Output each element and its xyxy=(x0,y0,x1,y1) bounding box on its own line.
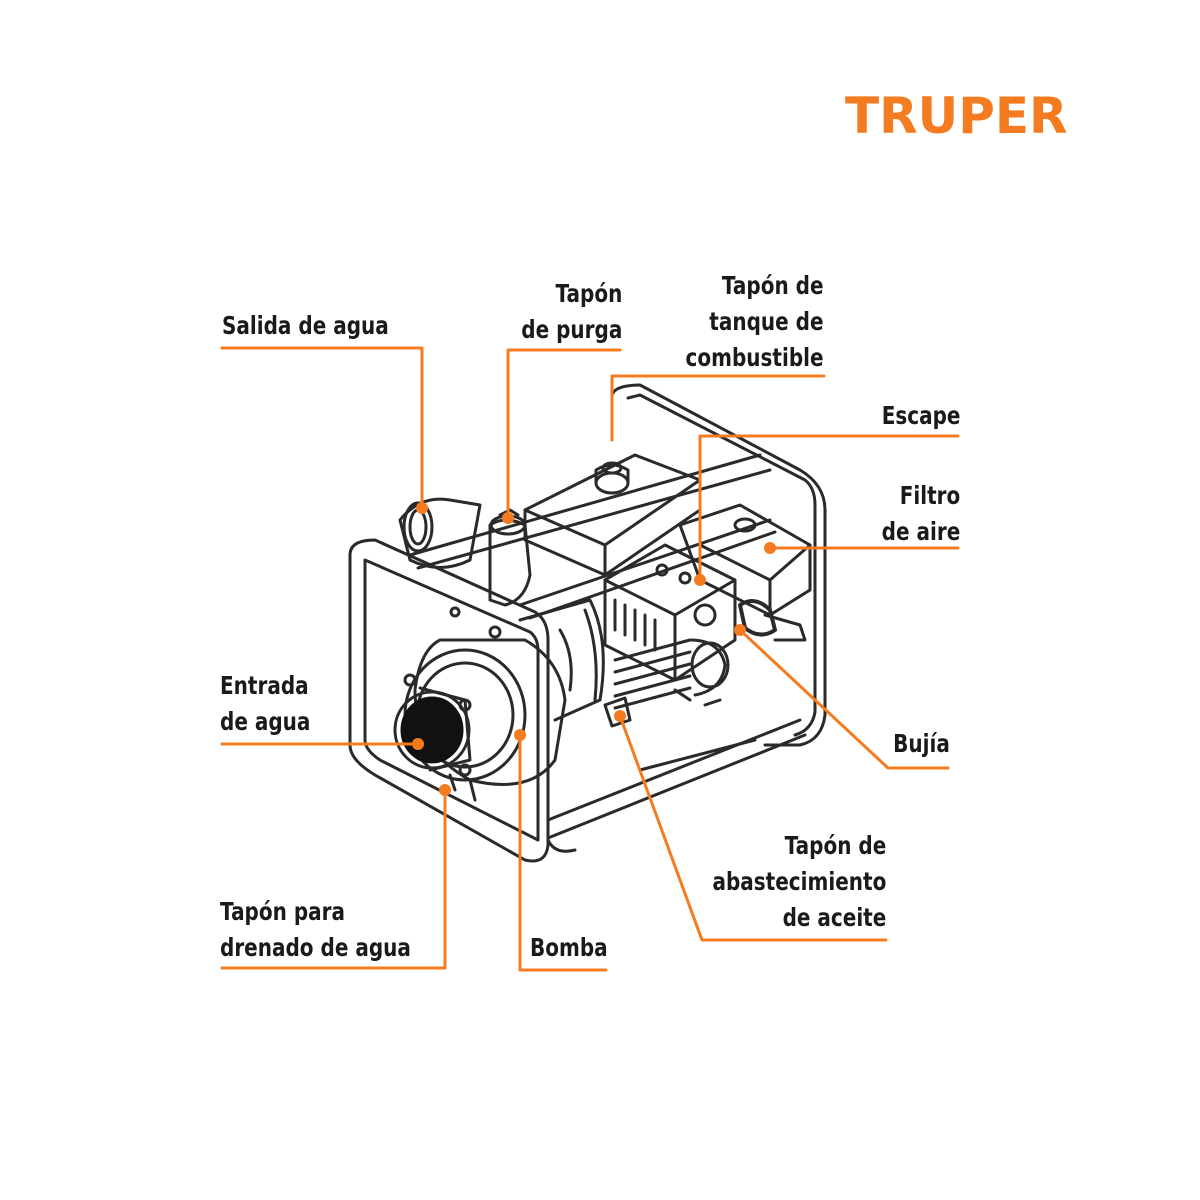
label-salida-de-agua: Salida de agua xyxy=(222,311,389,340)
fuel-cap xyxy=(594,471,630,495)
leader-bomba-dot xyxy=(514,729,526,741)
label-entrada-de-agua: Entrada de agua xyxy=(220,671,311,736)
leader-escape xyxy=(698,434,960,582)
frame-front xyxy=(348,538,550,863)
cylinder-fins xyxy=(613,638,692,710)
leader-bujia-dot xyxy=(734,624,746,636)
leader-tapon-aceite-dot xyxy=(614,710,626,722)
leader-tapon-aceite xyxy=(618,714,888,942)
label-bomba: Bomba xyxy=(530,933,608,962)
leader-escape-dot xyxy=(694,574,706,586)
label-bujia: Bujía xyxy=(893,729,950,758)
label-tapon-abastecimiento-aceite: Tapón de abastecimiento de aceite xyxy=(712,831,886,932)
label-escape: Escape xyxy=(881,401,960,430)
priming-elbow xyxy=(488,518,532,607)
leader-tapon-drenado-dot xyxy=(439,784,451,796)
frame-base-rail xyxy=(546,718,802,822)
leader-salida-de-agua-dot xyxy=(416,502,428,514)
frame-rear xyxy=(610,383,827,747)
leader-salida-de-agua xyxy=(220,346,424,510)
leader-bujia xyxy=(738,628,950,770)
water-outlet xyxy=(398,497,482,569)
leader-tapon-drenado xyxy=(220,788,447,970)
label-filtro-de-aire: Filtro de aire xyxy=(881,481,960,546)
water-inlet xyxy=(400,696,464,764)
leader-tapon-de-purga xyxy=(506,348,622,520)
leader-entrada-de-agua-dot xyxy=(412,738,424,750)
engine-block xyxy=(603,543,737,682)
truper-logo: TRUPER xyxy=(845,87,1068,145)
label-tapon-de-purga: Tapón de purga xyxy=(520,279,622,344)
leader-tapon-tanque xyxy=(610,374,826,442)
frame-top-rail xyxy=(408,453,762,557)
leader-bomba xyxy=(518,733,608,972)
leader-filtro-de-aire-dot xyxy=(764,542,776,554)
label-tapon-tanque-combustible: Tapón de tanque de combustible xyxy=(685,271,824,372)
leader-tapon-de-purga-dot xyxy=(502,512,514,524)
label-tapon-drenado-de-agua: Tapón para drenado de agua xyxy=(220,897,411,962)
